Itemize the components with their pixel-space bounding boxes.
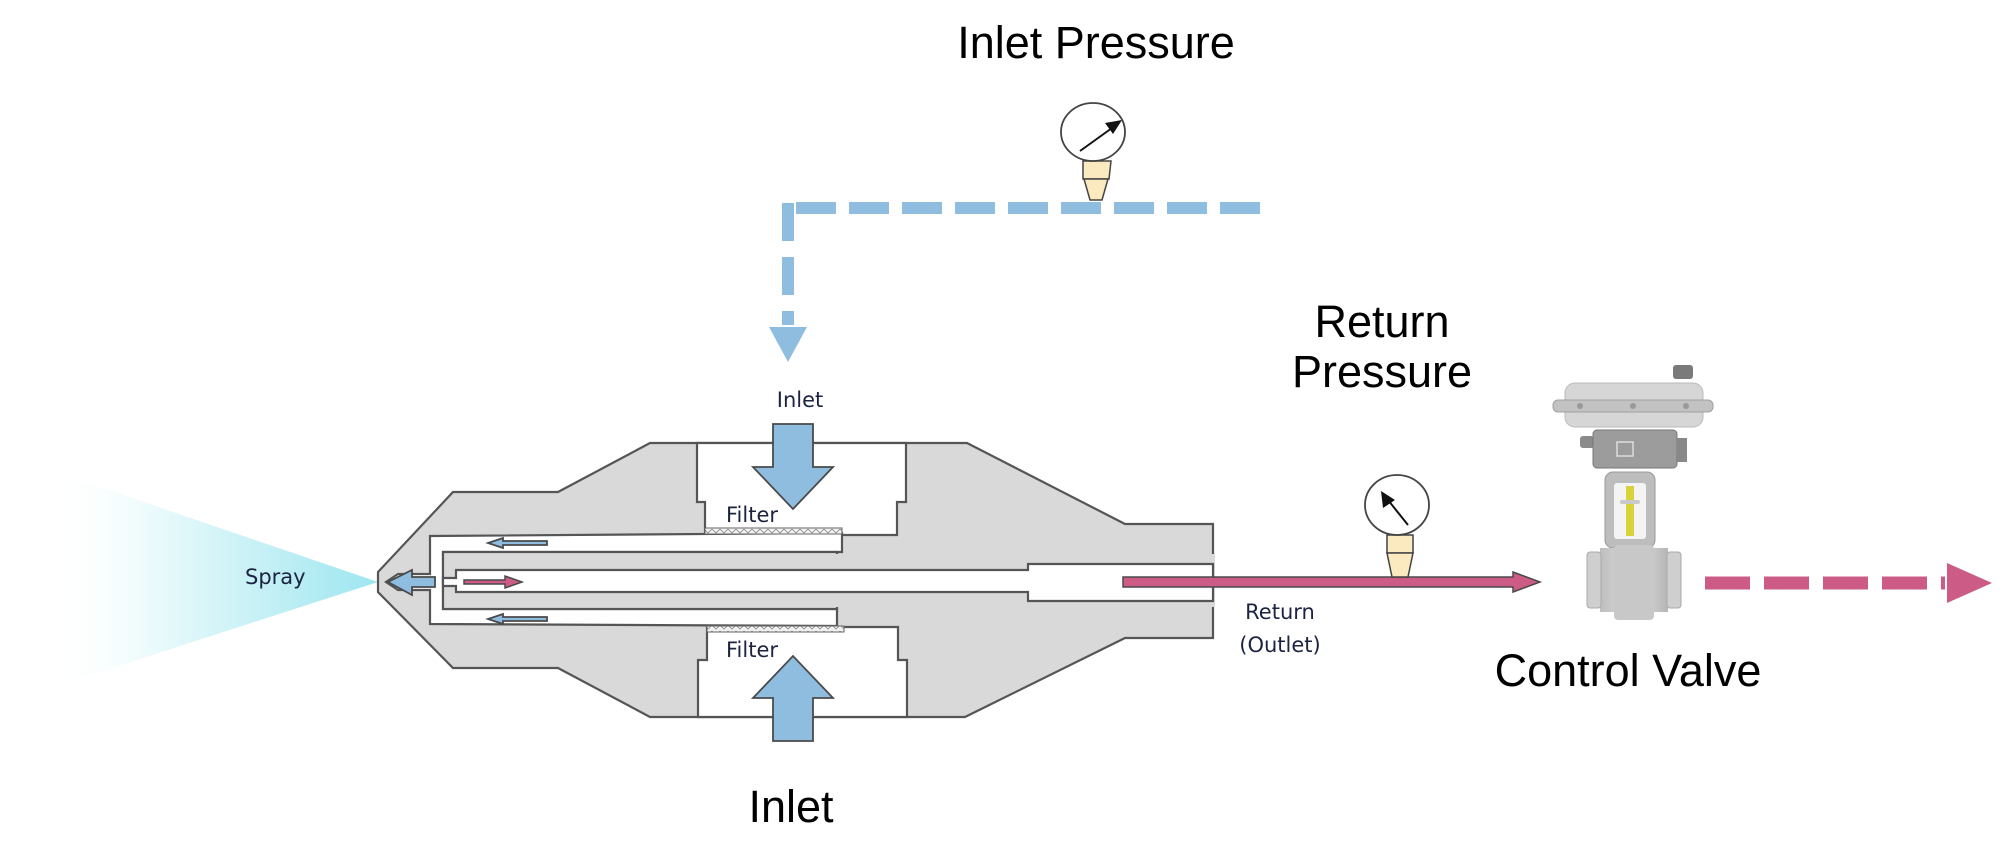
channel-flow-arrow-bottom [485, 612, 548, 626]
inlet-supply-line [769, 202, 1260, 362]
return-flow-arrow-inner [463, 574, 525, 590]
filter-lower [706, 625, 845, 633]
filter-upper-label: Filter [726, 503, 778, 527]
inlet-arrow-top [750, 423, 836, 511]
control-valve-icon [1552, 365, 1714, 620]
inlet-supply-arrowhead [769, 327, 807, 362]
inlet-arrow-bottom [750, 654, 836, 742]
inlet-pressure-label: Inlet Pressure [957, 17, 1235, 68]
downstream-arrowhead [1947, 563, 1992, 603]
spray-exit-arrow [386, 568, 436, 597]
return-outlet-arrow [1122, 570, 1543, 594]
spray-cone [50, 470, 378, 688]
return-outlet-label-1: Return [1245, 600, 1315, 624]
return-bore [441, 562, 1215, 603]
return-pressure-label-2: Pressure [1292, 346, 1472, 397]
pressure-gauge-icon [1060, 102, 1126, 201]
return-pressure-label-1: Return [1314, 296, 1449, 347]
control-valve-label: Control Valve [1495, 645, 1762, 696]
return-outlet-label-2: (Outlet) [1239, 633, 1320, 657]
inlet-top-label: Inlet [777, 388, 824, 412]
spray-label: Spray [245, 565, 306, 589]
filter-lower-label: Filter [726, 638, 778, 662]
downstream-return-line [1705, 563, 1992, 603]
channel-flow-arrow-top [485, 536, 548, 550]
filter-upper [704, 527, 843, 535]
inlet-bottom-label: Inlet [748, 781, 834, 832]
pressure-gauge-icon [1364, 474, 1430, 578]
